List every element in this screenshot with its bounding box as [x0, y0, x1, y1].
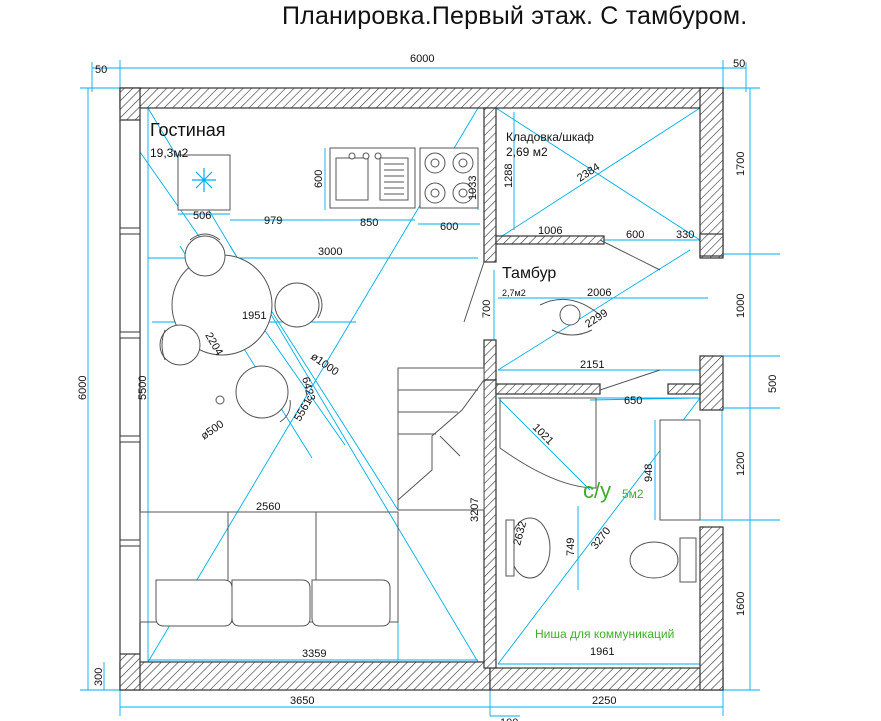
dim-label: 50 — [733, 58, 745, 70]
room-vestibule-area: 2,7м2 — [502, 288, 526, 298]
dim-label: 1000 — [735, 294, 747, 318]
dim-label: 500 — [767, 375, 779, 393]
dim-label: 5561 — [292, 396, 315, 423]
room-storage-area: 2,69 м2 — [506, 145, 548, 159]
walls — [119, 87, 724, 691]
dim-label: 6000 — [77, 376, 89, 400]
dim-label: 850 — [360, 217, 378, 229]
room-bathroom-area: 5м2 — [622, 487, 644, 501]
dim-label: 650 — [624, 395, 642, 407]
dim-label: 1961 — [590, 646, 614, 658]
dim-label: 506 — [193, 210, 211, 222]
dim-label: 50 — [95, 64, 107, 76]
kitchen — [177, 147, 479, 211]
dim-label: 2151 — [580, 359, 604, 371]
dim-label: 749 — [565, 538, 577, 556]
dim-label: 1006 — [538, 225, 562, 237]
dim-label: 2560 — [256, 501, 280, 513]
stairs — [397, 367, 485, 511]
dim-label: 2006 — [587, 287, 611, 299]
round-table-small — [235, 365, 289, 419]
room-living-name: Гостиная — [150, 120, 226, 140]
dim-label: 100 — [500, 717, 518, 721]
dim-label: 1951 — [242, 310, 266, 322]
room-bathroom-name: с/у — [583, 478, 611, 503]
room-niche-name: Ниша для коммуникаций — [535, 627, 674, 641]
dim-label: 2299 — [583, 307, 610, 330]
dim-label: 700 — [481, 300, 493, 318]
bathtub — [659, 419, 701, 521]
left-windows — [119, 227, 141, 547]
dim-label: ø500 — [199, 418, 226, 442]
dim-label: 5500 — [137, 376, 149, 400]
bathroom-fixtures — [499, 397, 701, 583]
dim-label: 2250 — [592, 695, 616, 707]
room-labels: Гостиная 19,3м2 Кладовка/шкаф 2,69 м2 Та… — [150, 120, 674, 641]
vestibule-doors — [463, 239, 661, 391]
dim-label: 6000 — [410, 53, 434, 65]
snowflake-icon — [192, 168, 216, 192]
dim-label: 1700 — [735, 152, 747, 176]
dim-label: 948 — [643, 464, 655, 482]
dim-label: 3207 — [469, 498, 481, 522]
dim-label: 300 — [93, 668, 105, 686]
room-storage-name: Кладовка/шкаф — [506, 130, 594, 144]
dim-label: 3270 — [589, 525, 614, 552]
dim-label: 1288 — [503, 164, 515, 188]
plan-title: Планировка.Первый этаж. С тамбуром. — [282, 2, 748, 30]
dim-label: 2384 — [575, 161, 602, 184]
dim-label: 3359 — [302, 648, 326, 660]
dining — [159, 233, 323, 423]
dim-label: 1021 — [530, 422, 556, 448]
dim-label: 600 — [440, 221, 458, 233]
dim-label: 1033 — [467, 176, 479, 200]
dim-label: 600 — [313, 170, 325, 188]
dim-label: 1600 — [735, 592, 747, 616]
dim-label: ø1000 — [308, 351, 340, 379]
dim-label: 330 — [676, 229, 694, 241]
dim-label: 600 — [626, 229, 644, 241]
dim-label: 3000 — [318, 246, 342, 258]
room-living-area: 19,3м2 — [150, 146, 189, 160]
room-vestibule-name: Тамбур — [502, 265, 556, 282]
dim-label: 1200 — [735, 452, 747, 476]
dim-label: 979 — [264, 215, 282, 227]
dim-label: 3650 — [290, 695, 314, 707]
sofa — [139, 511, 399, 627]
